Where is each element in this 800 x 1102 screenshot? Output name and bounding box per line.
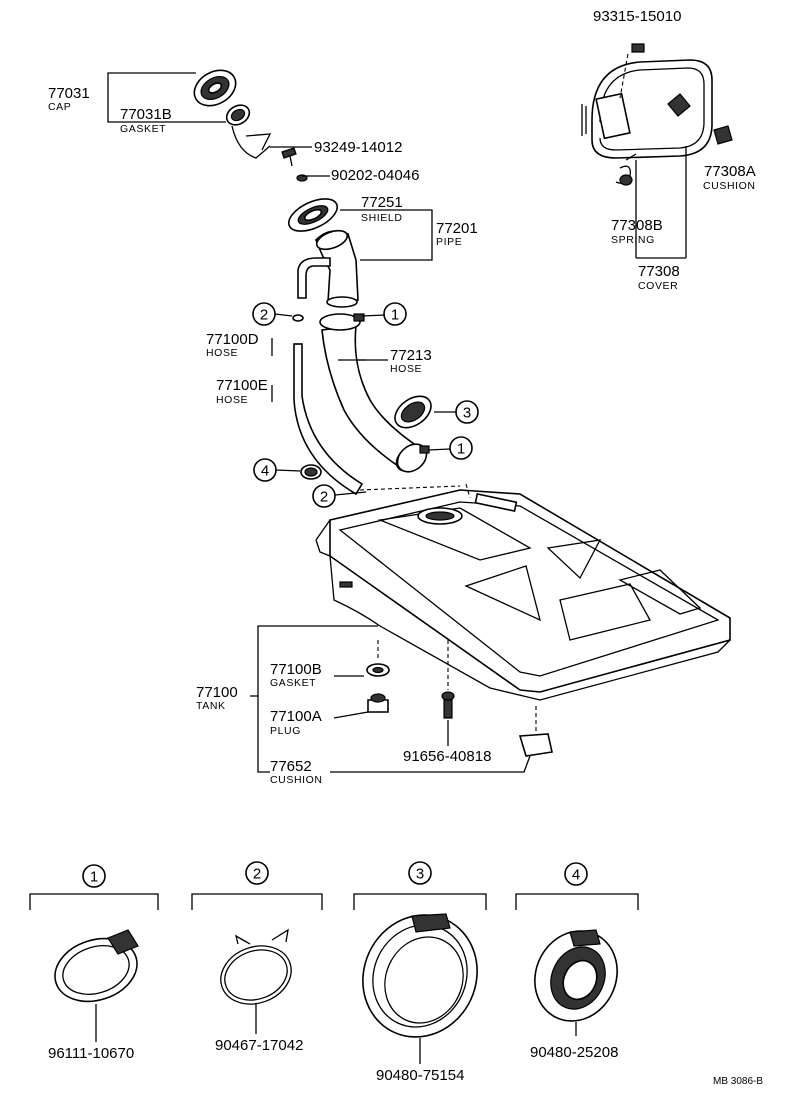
svg-text:2: 2 <box>260 307 268 324</box>
label-plug-name: PLUG <box>270 725 301 737</box>
label-screw-1: 93249-14012 <box>314 139 402 156</box>
cap-part <box>193 69 237 107</box>
label-shield-name: SHIELD <box>361 212 403 224</box>
label-tank-cushion-number: 77652 <box>270 758 312 775</box>
label-cushion-a-number: 77308A <box>704 163 756 180</box>
breather-hose-part <box>292 314 364 496</box>
svg-text:1: 1 <box>391 307 399 324</box>
label-gasket-number: 77031B <box>120 106 172 123</box>
detail-1: 1 96111-10670 <box>29 864 159 1062</box>
label-spring-name: SPRING <box>611 234 655 246</box>
plug-part <box>367 693 389 713</box>
label-hose-d-number: 77100D <box>206 331 259 348</box>
label-tank-name: TANK <box>196 700 226 712</box>
clamp-top <box>319 313 365 331</box>
label-plug-number: 77100A <box>270 708 322 725</box>
callout-3: 3 <box>434 400 479 424</box>
tank-gasket-part <box>366 663 390 677</box>
svg-text:3: 3 <box>416 866 424 883</box>
svg-text:4: 4 <box>261 463 269 480</box>
label-hose-e-number: 77100E <box>216 377 268 394</box>
label-screw-2: 90202-04046 <box>331 167 419 184</box>
tank-bolt-part <box>441 691 455 719</box>
fuel-tank-part <box>315 483 731 701</box>
detail-1-number: 96111-10670 <box>48 1045 134 1062</box>
svg-text:4: 4 <box>572 867 580 884</box>
cushion-a-part <box>713 125 733 145</box>
label-hose-213-number: 77213 <box>390 347 432 364</box>
label-shield-number: 77251 <box>361 194 403 211</box>
fuel-cover-part <box>581 43 713 159</box>
label-pipe-name: PIPE <box>436 236 462 248</box>
label-tank-gasket-number: 77100B <box>270 661 322 678</box>
label-cover-name: COVER <box>638 280 678 292</box>
grommet-4 <box>300 464 322 480</box>
label-gasket-name: GASKET <box>120 123 166 135</box>
label-tank-cushion-name: CUSHION <box>270 774 323 786</box>
svg-text:3: 3 <box>463 405 471 422</box>
tank-cushion-part <box>518 733 553 757</box>
label-cap-number: 77031 <box>48 85 90 102</box>
detail-4-number: 90480-25208 <box>530 1044 618 1061</box>
callout-2-bottom: 2 <box>312 484 367 508</box>
cap-bracket <box>107 72 226 123</box>
detail-3: 3 90480-75154 <box>353 861 487 1084</box>
svg-text:2: 2 <box>253 866 261 883</box>
label-hose-d-name: HOSE <box>206 347 238 359</box>
filler-pipe-part <box>297 229 359 308</box>
callout-4: 4 <box>253 458 301 482</box>
label-hose-e-name: HOSE <box>216 394 248 406</box>
callout-2-top: 2 <box>252 302 293 326</box>
cover-bracket <box>635 146 687 259</box>
callout-1-top: 1 <box>361 302 407 326</box>
clamp-bottom <box>396 443 430 473</box>
callout-1-bottom: 1 <box>427 436 473 460</box>
svg-text:2: 2 <box>320 489 328 506</box>
label-cover-number: 77308 <box>638 263 680 280</box>
label-cushion-a-name: CUSHION <box>703 180 756 192</box>
spring-part <box>615 153 637 186</box>
label-tank-gasket-name: GASKET <box>270 677 316 689</box>
svg-text:1: 1 <box>90 869 98 886</box>
label-spring-number: 77308B <box>611 217 663 234</box>
label-pipe-number: 77201 <box>436 220 478 237</box>
grommet-3 <box>394 395 432 429</box>
label-tank-bolt: 91656-40818 <box>403 748 491 765</box>
detail-3-number: 90480-75154 <box>376 1067 464 1084</box>
svg-text:1: 1 <box>457 441 465 458</box>
reference-code: MB 3086-B <box>713 1076 763 1087</box>
detail-2: 2 90467-17042 <box>191 861 323 1054</box>
cap-gasket-part <box>225 104 272 159</box>
label-hose-213-name: HOSE <box>390 363 422 375</box>
label-bolt-top: 93315-15010 <box>593 8 681 25</box>
pipe-bracket <box>340 209 433 261</box>
detail-4: 4 90480-25208 <box>515 862 639 1061</box>
shield-part <box>288 198 338 232</box>
tank-bracket <box>250 625 378 773</box>
label-tank-number: 77100 <box>196 684 238 701</box>
label-cap-name: CAP <box>48 101 71 113</box>
detail-2-number: 90467-17042 <box>215 1037 303 1054</box>
